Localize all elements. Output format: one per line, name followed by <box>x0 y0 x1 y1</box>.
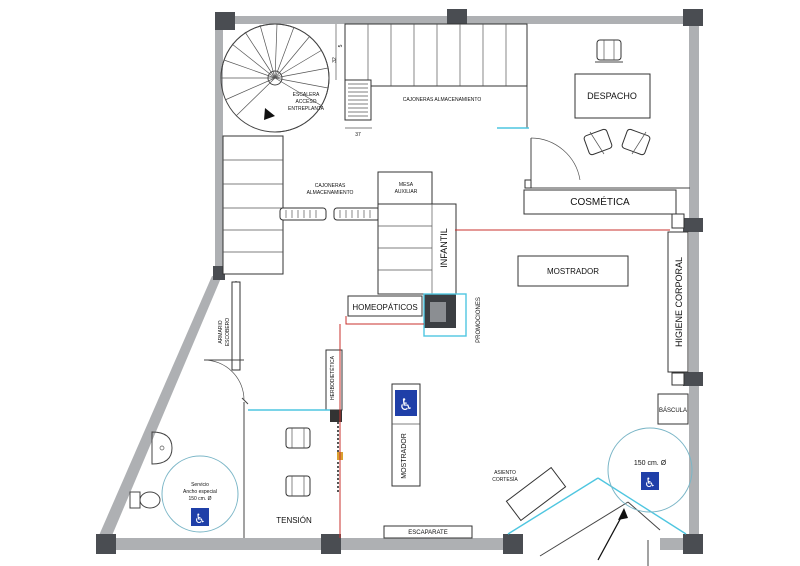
label-mesa-auxiliar: MESA <box>399 182 414 188</box>
wheelchair-icon <box>395 390 417 416</box>
mostrador-main <box>517 255 629 287</box>
label-servicio: Ancho especial <box>183 489 217 495</box>
route-lines <box>339 229 670 538</box>
door-swing <box>530 137 581 181</box>
sink-icon <box>151 431 173 465</box>
asiento-cortesia <box>505 466 567 522</box>
chair-icon <box>285 475 311 497</box>
columns <box>96 9 703 554</box>
label-escaparate: ESCAPARATE <box>408 530 447 536</box>
label-mostrador: MOSTRADOR <box>547 267 599 276</box>
spiral-staircase <box>220 23 330 133</box>
partition-lines <box>248 127 687 535</box>
label-mesa-auxiliar: AUXILIAR <box>395 189 418 195</box>
room-label-tension: TENSIÓN <box>276 516 312 525</box>
label-homeopaticos: HOMEOPÁTICOS <box>352 303 417 312</box>
middle-drawers <box>279 207 381 221</box>
escaparate <box>383 525 473 539</box>
label-higiene-corporal: HIGIENE CORPORAL <box>674 257 684 347</box>
homeopaticos-unit <box>347 295 423 317</box>
interior-walls <box>231 24 690 538</box>
chair-icon <box>595 39 623 63</box>
top-storage-units <box>335 23 528 129</box>
room-label-despacho: DESPACHO <box>587 91 637 101</box>
label-servicio: 150 cm. Ø <box>188 496 211 502</box>
wheelchair-icon <box>641 472 659 490</box>
chair-icon <box>285 427 311 449</box>
label-cajoneras-top: CAJONERAS ALMACENAMIENTO <box>403 97 482 103</box>
toilet-icon <box>129 491 161 509</box>
central-storage <box>377 171 457 295</box>
label-cajoneras-mid: CAJONERAS <box>315 183 346 189</box>
label-cajoneras-mid: ALMACENAMIENTO <box>307 190 354 196</box>
label-infantil: INFANTIL <box>439 228 449 268</box>
svg-text:♿: ♿ <box>399 395 413 414</box>
dimension-label: 32 <box>332 57 338 63</box>
desk <box>574 73 651 119</box>
label-asiento: CORTESÍA <box>492 476 518 483</box>
chair-icon <box>583 128 613 156</box>
bascula <box>657 393 689 425</box>
label-promociones: PROMOCIONES <box>476 297 482 343</box>
stair-arrow-icon <box>264 108 275 120</box>
higiene-corporal-unit <box>667 231 689 373</box>
entrance <box>539 501 661 566</box>
wheelchair-icon <box>191 508 209 526</box>
turning-circle <box>161 455 239 533</box>
label-escalera: ESCALERA <box>293 92 320 98</box>
label-mostrador-vertical: MOSTRADOR <box>401 433 408 479</box>
label-herbodietetica: HERBODIETÉTICA <box>329 355 336 400</box>
label-armario: ARMARIO <box>218 320 224 343</box>
turning-circle <box>607 427 693 513</box>
room-label-cosmetica: COSMÉTICA <box>570 195 630 208</box>
label-servicio: Servicio <box>191 482 209 488</box>
chair-icon <box>621 128 651 156</box>
label-escalera: ENTREPLANTA <box>288 106 325 112</box>
svg-text:♿: ♿ <box>644 476 656 491</box>
dimension-label: 37 <box>355 132 361 138</box>
entrance-arrow-icon <box>597 511 625 561</box>
label-circle-150: 150 cm. Ø <box>634 460 667 467</box>
label-armario: ESCOBERO <box>225 318 231 346</box>
svg-text:♿: ♿ <box>194 512 206 527</box>
door-swing <box>203 359 245 401</box>
label-bascula: BÁSCULA <box>659 407 687 414</box>
label-asiento: ASIENTO <box>494 470 516 476</box>
label-escalera: ACCESO <box>295 99 316 105</box>
left-storage-column <box>222 135 284 275</box>
dimension-label: 5 <box>338 44 344 47</box>
